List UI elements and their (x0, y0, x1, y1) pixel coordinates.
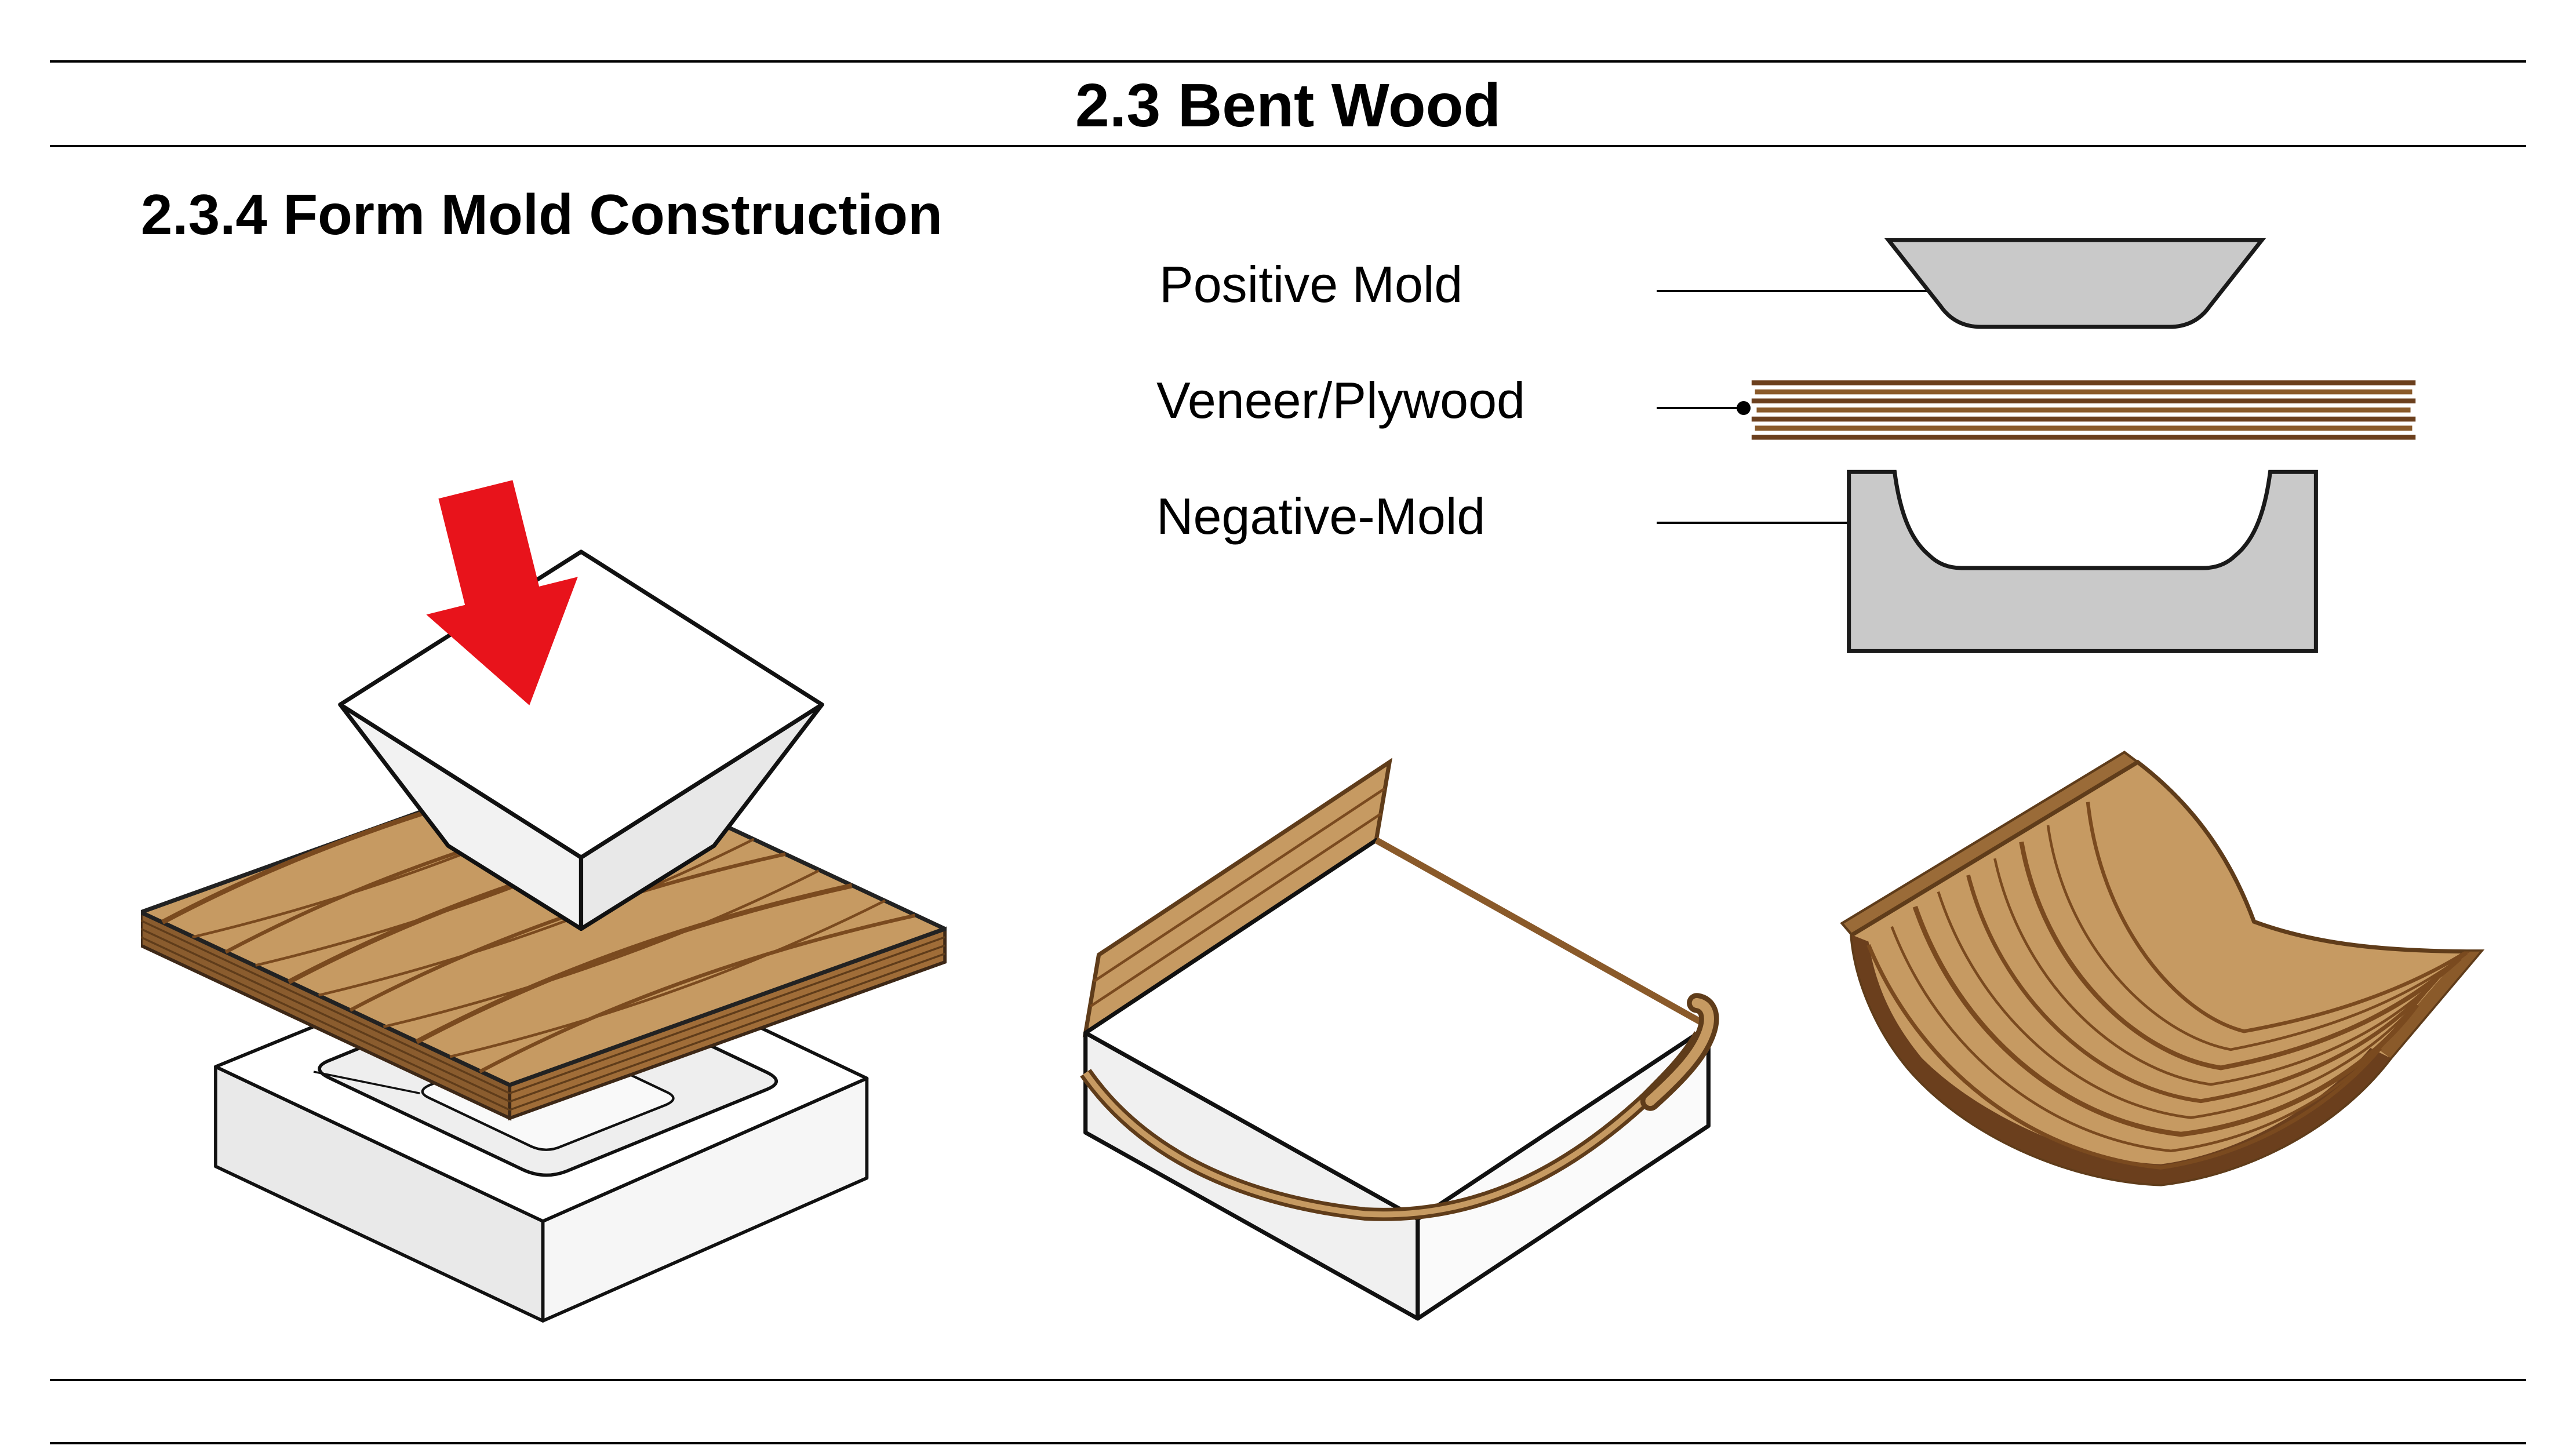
press-down-arrow-icon (426, 480, 578, 705)
closed-mold-figure (1080, 758, 1719, 1321)
legend-label-veneer-plywood: Veneer/Plywood (1156, 372, 1525, 429)
wood-grain-lines (1090, 787, 1385, 1008)
veneer-plywood-layers-icon (1751, 380, 2416, 440)
leader-line-negative-mold (1657, 516, 1875, 530)
veneer-curl (1640, 993, 1719, 1111)
page-title: 2.3 Bent Wood (1075, 71, 1501, 140)
wood-grain-lines (1866, 802, 2471, 1170)
legend-label-positive-mold: Positive Mold (1159, 256, 1463, 313)
negative-mold-profile-shape (1847, 469, 2318, 653)
lamination-lines (141, 919, 945, 1111)
right-tip-edge-thickness (2378, 948, 2480, 1058)
press-down-arrow-shape (426, 480, 578, 705)
positive-mold-profile-shape (1884, 238, 2266, 329)
veneer-layer-lines (1751, 380, 2416, 440)
exploded-mold-press-figure (141, 480, 947, 1323)
header-rule-top (50, 60, 2526, 63)
veneer-right-top-edge (1374, 837, 1711, 1029)
bent-wood-result-figure (1840, 751, 2485, 1186)
section-title: 2.3.4 Form Mold Construction (141, 183, 943, 246)
positive-mold-profile-icon (1884, 238, 2266, 329)
header-rule-bottom (50, 145, 2526, 147)
leader-dot-veneer-plywood (1737, 401, 1751, 415)
negative-mold-profile-icon (1847, 469, 2318, 653)
leader-line-veneer-plywood (1657, 401, 1751, 415)
footer-rule-bottom (50, 1442, 2526, 1444)
front-edge-thickness (1851, 935, 2391, 1185)
legend-label-negative-mold: Negative-Mold (1156, 487, 1486, 545)
footer-rule-top (50, 1379, 2526, 1381)
